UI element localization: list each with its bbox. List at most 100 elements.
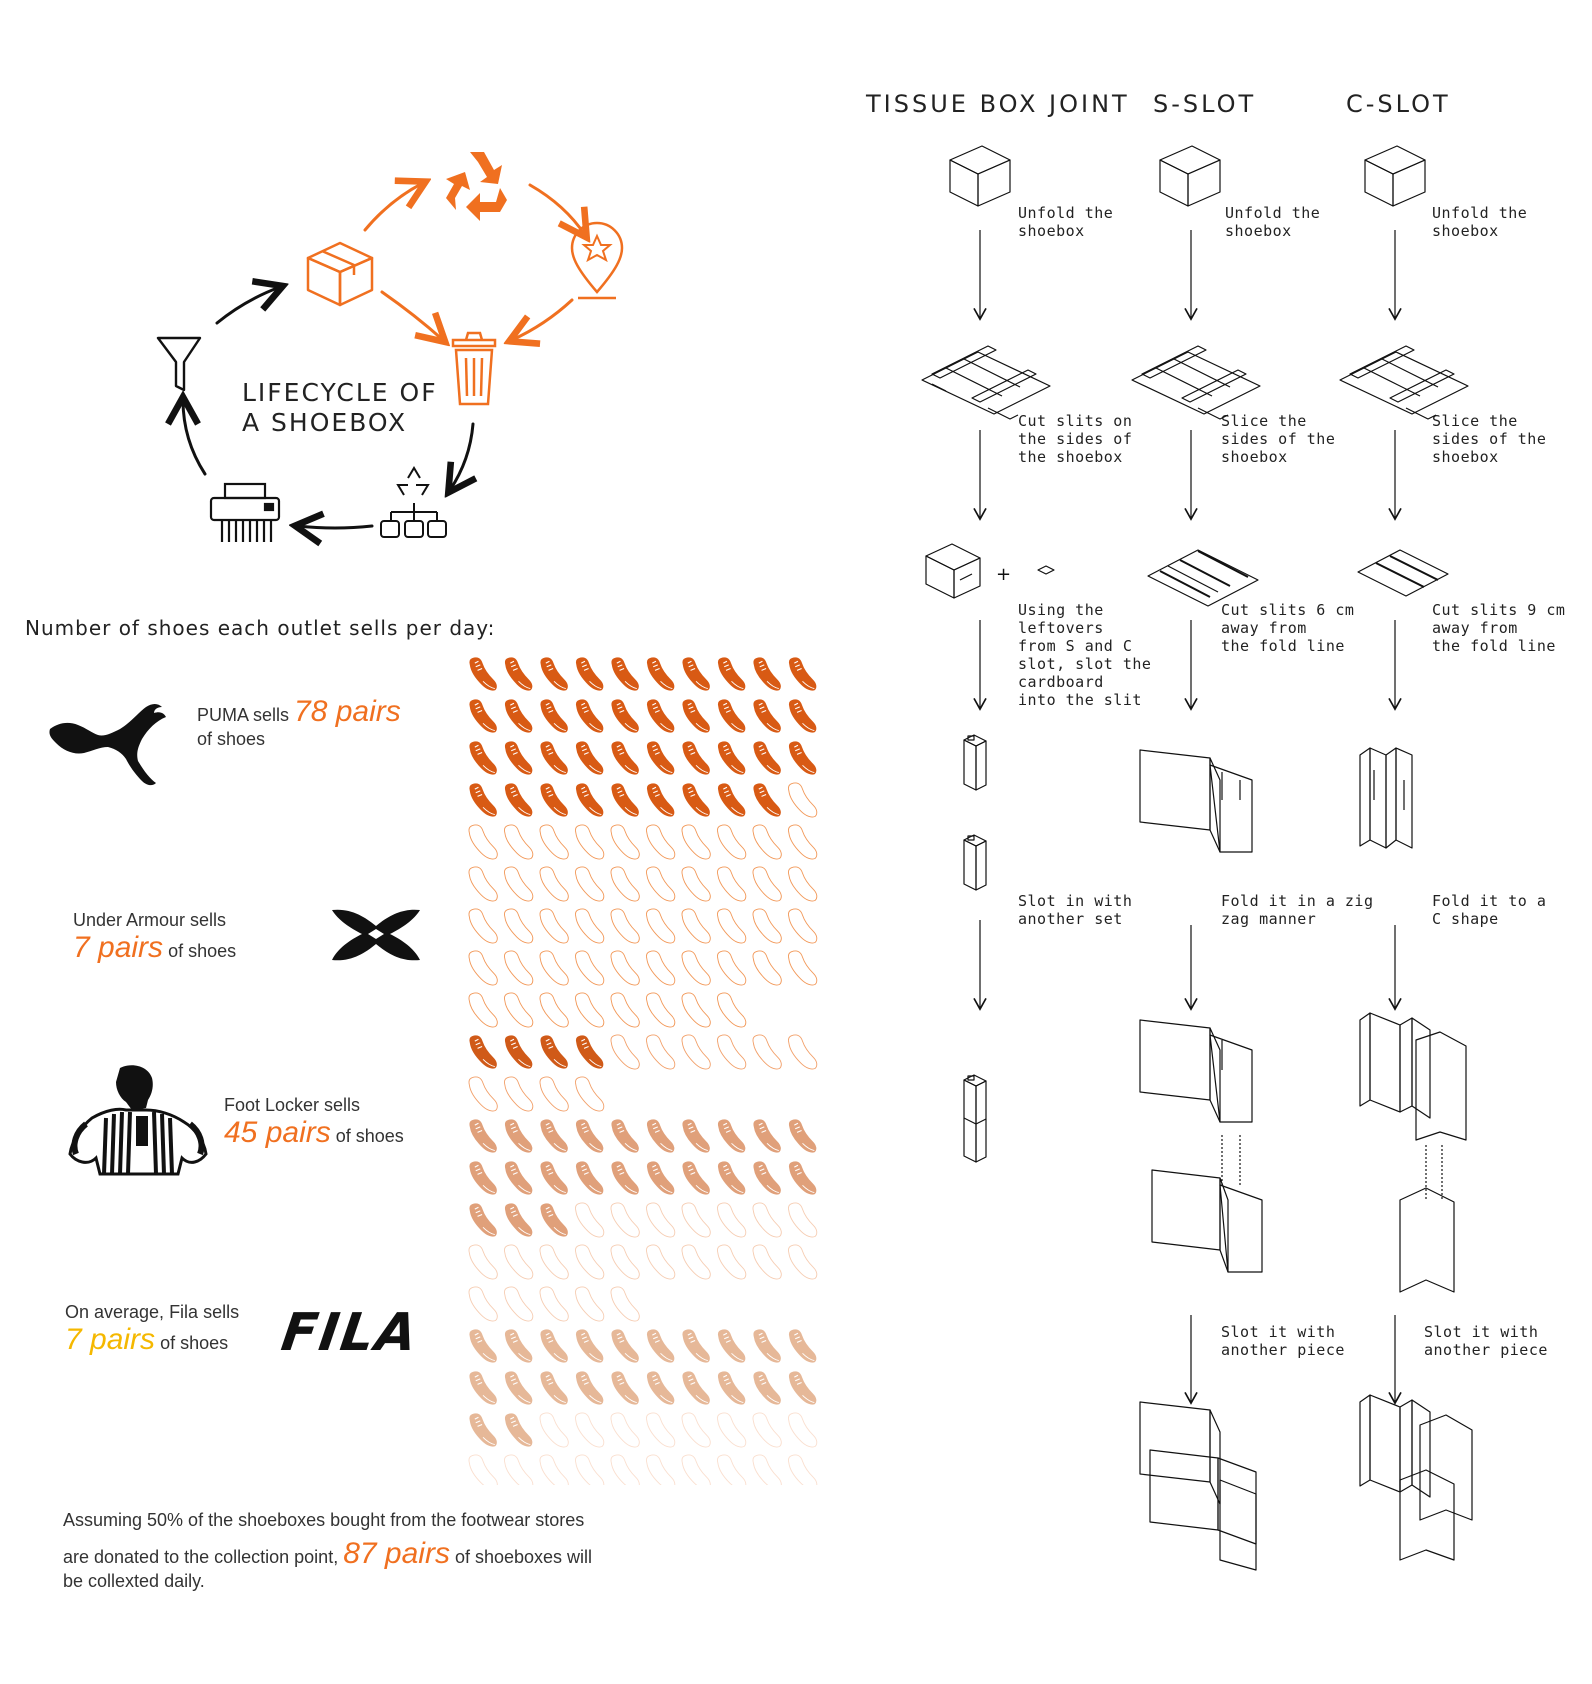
tissue-net	[921, 345, 1051, 420]
foot-locker-shoe-icon	[503, 1202, 534, 1238]
fila-shoe-icon	[468, 1454, 498, 1485]
fila-shoe-icon	[716, 1370, 747, 1406]
ua-prefix: Under Armour sells	[73, 910, 227, 930]
puma-shoe-icon	[539, 740, 569, 776]
puma-shoe-icon	[645, 740, 676, 776]
puma-shoe-icon	[645, 992, 676, 1028]
puma-shoe-icon	[574, 824, 605, 860]
puma-shoe-icon	[752, 740, 782, 776]
tissue-box-upright-1	[963, 734, 987, 791]
puma-shoe-icon	[503, 992, 534, 1028]
puma-shoe-icon	[574, 866, 605, 902]
puma-shoe-icon	[468, 866, 498, 902]
puma-shoe-icon	[539, 908, 569, 944]
foot-locker-shoe-icon	[574, 1160, 605, 1196]
collection-note-pre: are donated to the collection point,	[63, 1547, 339, 1567]
puma-shoe-icon	[610, 992, 640, 1028]
puma-shoe-icon	[716, 782, 747, 818]
puma-shoe-icon	[574, 992, 605, 1028]
foot-locker-shoe-icon	[539, 1286, 569, 1322]
puma-shoe-icon	[752, 656, 782, 692]
s-step-2: Slice the sides of the shoebox	[1221, 412, 1336, 466]
under-armour-shoe-icon	[681, 1034, 711, 1070]
col-title-tissue-box: TISSUE BOX JOINT	[866, 90, 1130, 118]
puma-shoe-icon	[752, 866, 782, 902]
fila-shoe-icon	[716, 1412, 747, 1448]
foot-locker-shoe-icon	[716, 1118, 747, 1154]
outlets-heading: Number of shoes each outlet sells per da…	[25, 616, 496, 640]
fila-shoe-icon	[787, 1412, 818, 1448]
puma-suffix: of shoes	[197, 729, 266, 749]
fila-shoe-icon	[468, 1412, 498, 1448]
col-title-s-slot: S-SLOT	[1153, 90, 1257, 118]
ua-suffix: of shoes	[168, 941, 237, 961]
puma-shoe-icon	[468, 698, 498, 734]
box-icon	[306, 241, 374, 307]
puma-shoe-icon	[681, 908, 711, 944]
foot-locker-shoe-icon	[574, 1118, 605, 1154]
puma-shoe-icon	[503, 908, 534, 944]
s-box-closed	[1159, 145, 1221, 207]
puma-shoe-icon	[752, 782, 782, 818]
puma-shoe-icon	[574, 950, 605, 986]
foot-locker-shoe-icon	[539, 1160, 569, 1196]
puma-shoe-icon	[610, 866, 640, 902]
foot-locker-shoe-icon	[645, 1118, 676, 1154]
puma-shoe-icon	[645, 908, 676, 944]
tissue-step-2: Cut slits on the sides of the shoebox	[1018, 412, 1133, 466]
puma-shoe-icon	[468, 950, 498, 986]
fila-shoe-icon	[574, 1328, 605, 1364]
puma-shoe-icon	[645, 782, 676, 818]
foot-locker-shoe-icon	[787, 1202, 818, 1238]
puma-shoe-icon	[716, 740, 747, 776]
under-armour-shoe-icon	[468, 1034, 498, 1070]
foot-locker-shoe-icon	[787, 1118, 818, 1154]
puma-shoe-icon	[610, 782, 640, 818]
fila-shoe-icon	[610, 1412, 640, 1448]
foot-locker-shoe-icon	[539, 1202, 569, 1238]
fila-shoe-icon	[645, 1370, 676, 1406]
fila-shoe-icon	[681, 1412, 711, 1448]
puma-shoe-icon	[681, 992, 711, 1028]
lifecycle-diagram	[156, 152, 624, 560]
under-armour-shoe-icon	[787, 1034, 818, 1070]
puma-shoe-icon	[716, 992, 747, 1028]
foot-locker-shoe-icon	[610, 1244, 640, 1280]
foot-locker-shoe-icon	[752, 1244, 782, 1280]
foot-locker-shoe-icon	[681, 1244, 711, 1280]
c-net	[1339, 345, 1469, 420]
under-armour-shoe-icon	[468, 1076, 498, 1112]
foot-locker-shoe-icon	[468, 1244, 498, 1280]
puma-shoe-icon	[716, 950, 747, 986]
puma-shoe-icon	[716, 908, 747, 944]
foot-locker-shoe-icon	[468, 1202, 498, 1238]
lifecycle-title: LIFECYCLE OF A SHOEBOX	[242, 378, 438, 438]
under-armour-shoe-icon	[752, 1034, 782, 1070]
c-step-5: Slot it with another piece	[1424, 1323, 1548, 1359]
puma-shoe-icon	[468, 782, 498, 818]
puma-shoe-icon	[539, 950, 569, 986]
puma-shoe-icon	[752, 908, 782, 944]
fila-shoe-icon	[574, 1454, 605, 1485]
under-armour-shoe-icon	[503, 1076, 534, 1112]
fila-shoe-icon	[752, 1412, 782, 1448]
foot-locker-shoe-icon	[503, 1244, 534, 1280]
shoe-grid	[468, 656, 818, 1485]
puma-shoe-icon	[468, 656, 498, 692]
fila-shoe-icon	[681, 1370, 711, 1406]
fila-shoe-icon	[574, 1412, 605, 1448]
fila-shoe-icon	[645, 1328, 676, 1364]
puma-text: PUMA sells 78 pairs of shoes	[197, 697, 401, 751]
foot-locker-text: Foot Locker sells 45 pairs of shoes	[224, 1093, 404, 1148]
c-step-4: Fold it to a C shape	[1432, 892, 1547, 928]
puma-shoe-icon	[468, 740, 498, 776]
under-armour-shoe-icon	[574, 1034, 605, 1070]
puma-shoe-icon	[645, 866, 676, 902]
puma-shoe-icon	[681, 656, 711, 692]
fila-shoe-icon	[645, 1454, 676, 1485]
fila-shoe-icon	[503, 1454, 534, 1485]
puma-shoe-icon	[681, 698, 711, 734]
tissue-step-4: Slot in with another set	[1018, 892, 1133, 928]
fila-shoe-icon	[716, 1454, 747, 1485]
puma-shoe-icon	[539, 782, 569, 818]
